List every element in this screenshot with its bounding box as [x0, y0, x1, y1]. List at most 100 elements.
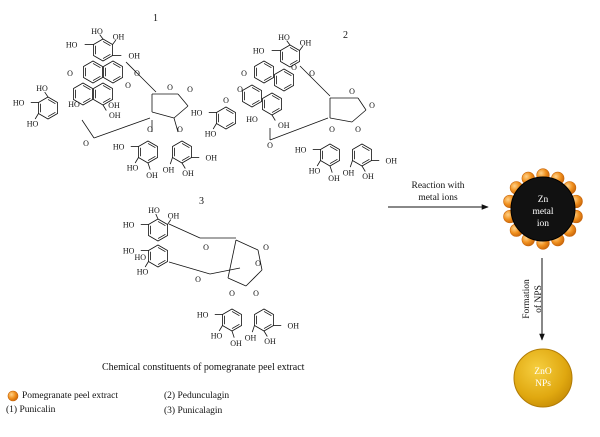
hydroxyl-bond: [316, 160, 321, 167]
double-bond: [263, 323, 272, 329]
ring-oxygen: O: [329, 125, 335, 134]
hydroxyl-label: OH: [109, 111, 121, 120]
hydroxyl-label: OH: [278, 121, 290, 130]
carbonyl-oxygen: O: [267, 141, 273, 150]
hydroxyl-bond: [329, 165, 333, 173]
ring-oxygen: O: [177, 125, 183, 134]
structure-number-2: 2: [343, 30, 348, 41]
reaction-arrow-label: Reaction with metal ions: [398, 180, 478, 204]
hydroxyl-bond: [212, 123, 217, 130]
ring-oxygen: O: [229, 289, 235, 298]
carbonyl-oxygen: O: [195, 275, 201, 284]
ring-oxygen: O: [147, 125, 153, 134]
sugar-bond: [227, 277, 247, 287]
benzene-ring: [38, 96, 58, 120]
sugar-bond: [245, 269, 263, 287]
hydroxyl-label: OH: [362, 172, 374, 181]
benzene-ring: [138, 140, 158, 164]
benzene-ring: [262, 92, 282, 116]
hydroxyl-label: OH: [245, 334, 257, 343]
formation-label-line2: of NPS: [534, 285, 544, 313]
zn-label-line2: metal: [532, 207, 554, 217]
sugar-bond: [173, 105, 189, 119]
double-bond: [102, 97, 111, 103]
hydroxyl-bond: [286, 40, 291, 46]
hydroxyl-bond: [263, 330, 268, 337]
double-bond: [147, 155, 156, 161]
zno-label-line1: ZnO: [534, 367, 552, 377]
ring-oxygen: O: [349, 87, 355, 96]
hydroxyl-label: OH: [168, 212, 180, 221]
ring-oxygen: O: [241, 69, 247, 78]
formation-arrow-label: Formation of NPS: [521, 259, 545, 339]
hydroxyl-label: HO: [148, 206, 160, 215]
carbonyl-oxygen: O: [309, 69, 315, 78]
sugar-bond: [235, 239, 259, 251]
zn-core-label: Zn metal ion: [523, 194, 563, 230]
ring-oxygen: O: [253, 289, 259, 298]
benzene-ring: [352, 143, 372, 167]
hydroxyl-label: HO: [191, 109, 203, 118]
zn-core-circle: [510, 176, 576, 242]
double-bond: [112, 63, 121, 69]
hydroxyl-bond: [218, 325, 223, 332]
hydroxyl-label: HO: [127, 164, 139, 173]
structure-number-1: 1: [153, 13, 158, 24]
figure-caption: Chemical constituents of pomegranate pee…: [102, 362, 305, 373]
double-bond: [147, 143, 156, 149]
benzene-ring: [148, 218, 168, 242]
double-bond: [181, 143, 190, 149]
double-bond: [251, 87, 260, 93]
hydroxyl-label: OH: [108, 101, 120, 110]
zno-label: ZnO NPs: [523, 366, 563, 390]
double-bond: [271, 107, 280, 113]
hydroxyl-bond: [251, 325, 255, 333]
hydroxyl-label: OH: [328, 174, 340, 183]
hydroxyl-label: OH: [206, 154, 218, 163]
ester-bond: [315, 81, 331, 97]
ring-oxygen: O: [291, 63, 297, 72]
hydroxyl-bond: [112, 39, 117, 45]
benzene-ring: [93, 38, 113, 62]
double-bond: [329, 146, 338, 152]
sugar-bond: [357, 97, 367, 111]
double-bond: [329, 158, 338, 164]
double-bond: [231, 323, 240, 329]
benzene-ring: [148, 244, 168, 268]
benzene-ring: [274, 68, 294, 92]
double-bond: [263, 63, 272, 69]
hydroxyl-bond: [99, 34, 104, 40]
double-bond: [157, 259, 166, 265]
hydroxyl-label: O: [263, 243, 269, 252]
sugar-bond: [177, 93, 189, 107]
double-bond: [361, 146, 370, 152]
hydroxyl-label: HO: [295, 146, 307, 155]
sugar-bond: [257, 249, 263, 271]
formation-label-line1: Formation: [522, 279, 532, 319]
ester-bond: [299, 65, 317, 83]
hydroxyl-bond: [155, 213, 159, 220]
hydroxyl-label: HO: [36, 84, 48, 93]
double-bond: [271, 95, 280, 101]
double-bond: [289, 59, 298, 65]
sugar-bond: [151, 111, 175, 119]
carbonyl-oxygen: O: [83, 139, 89, 148]
hydroxyl-label: HO: [134, 253, 146, 262]
ester-bond: [269, 117, 329, 141]
zn-label-line1: Zn: [537, 195, 549, 205]
benzene-ring: [254, 60, 274, 84]
ester-bond: [168, 223, 201, 239]
double-bond: [361, 158, 370, 164]
hydroxyl-label: HO: [68, 100, 80, 109]
ring-oxygen: O: [255, 259, 261, 268]
hydroxyl-label: HO: [27, 120, 39, 129]
carbonyl-oxygen: O: [223, 96, 229, 105]
hydroxyl-label: HO: [205, 130, 217, 139]
legend-item-punicalin: (1) Punicalin: [6, 405, 56, 415]
hydroxyl-label: OH: [230, 339, 242, 348]
double-bond: [231, 311, 240, 317]
hydroxyl-bond: [271, 114, 276, 121]
hydroxyl-label: HO: [66, 41, 78, 50]
